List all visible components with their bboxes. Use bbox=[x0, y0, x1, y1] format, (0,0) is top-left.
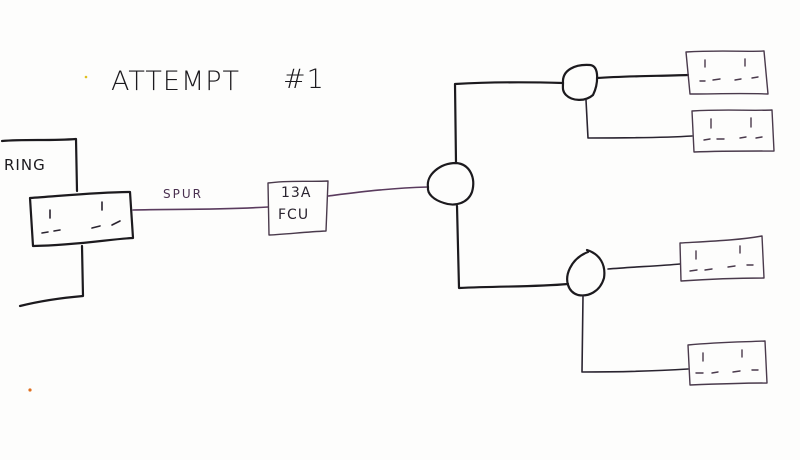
title-text: ATTEMPT bbox=[111, 66, 240, 97]
cable-to-socket-2 bbox=[585, 99, 693, 139]
spur-label: SPUR bbox=[163, 187, 203, 201]
double-socket-4 bbox=[687, 340, 768, 386]
stray-speck bbox=[28, 388, 32, 392]
double-socket-3 bbox=[679, 235, 765, 282]
ring-socket bbox=[28, 190, 135, 248]
spur-cable bbox=[132, 206, 269, 211]
fcu-to-junction-cable bbox=[327, 186, 429, 197]
cable-to-socket-4 bbox=[581, 295, 689, 373]
fcu-box: 13A FCU bbox=[267, 180, 329, 236]
junction-box-main bbox=[426, 161, 475, 206]
junction-box-upper bbox=[561, 63, 599, 101]
branch-upper-cable bbox=[453, 81, 565, 165]
stray-dot bbox=[84, 75, 88, 79]
ring-label: RING bbox=[4, 156, 46, 174]
fcu-name: FCU bbox=[278, 207, 309, 223]
ring-cable-upper bbox=[0, 137, 79, 193]
cable-to-socket-3 bbox=[607, 263, 681, 270]
title: ATTEMPT #1 bbox=[84, 64, 325, 97]
branch-lower-cable bbox=[455, 204, 570, 290]
double-socket-2 bbox=[691, 109, 775, 153]
cable-to-socket-1 bbox=[595, 73, 690, 80]
ring-cable-lower bbox=[18, 244, 85, 308]
fcu-rating: 13A bbox=[281, 185, 311, 201]
title-number: #1 bbox=[283, 64, 325, 95]
junction-box-lower bbox=[566, 248, 606, 297]
double-socket-1 bbox=[685, 50, 769, 95]
